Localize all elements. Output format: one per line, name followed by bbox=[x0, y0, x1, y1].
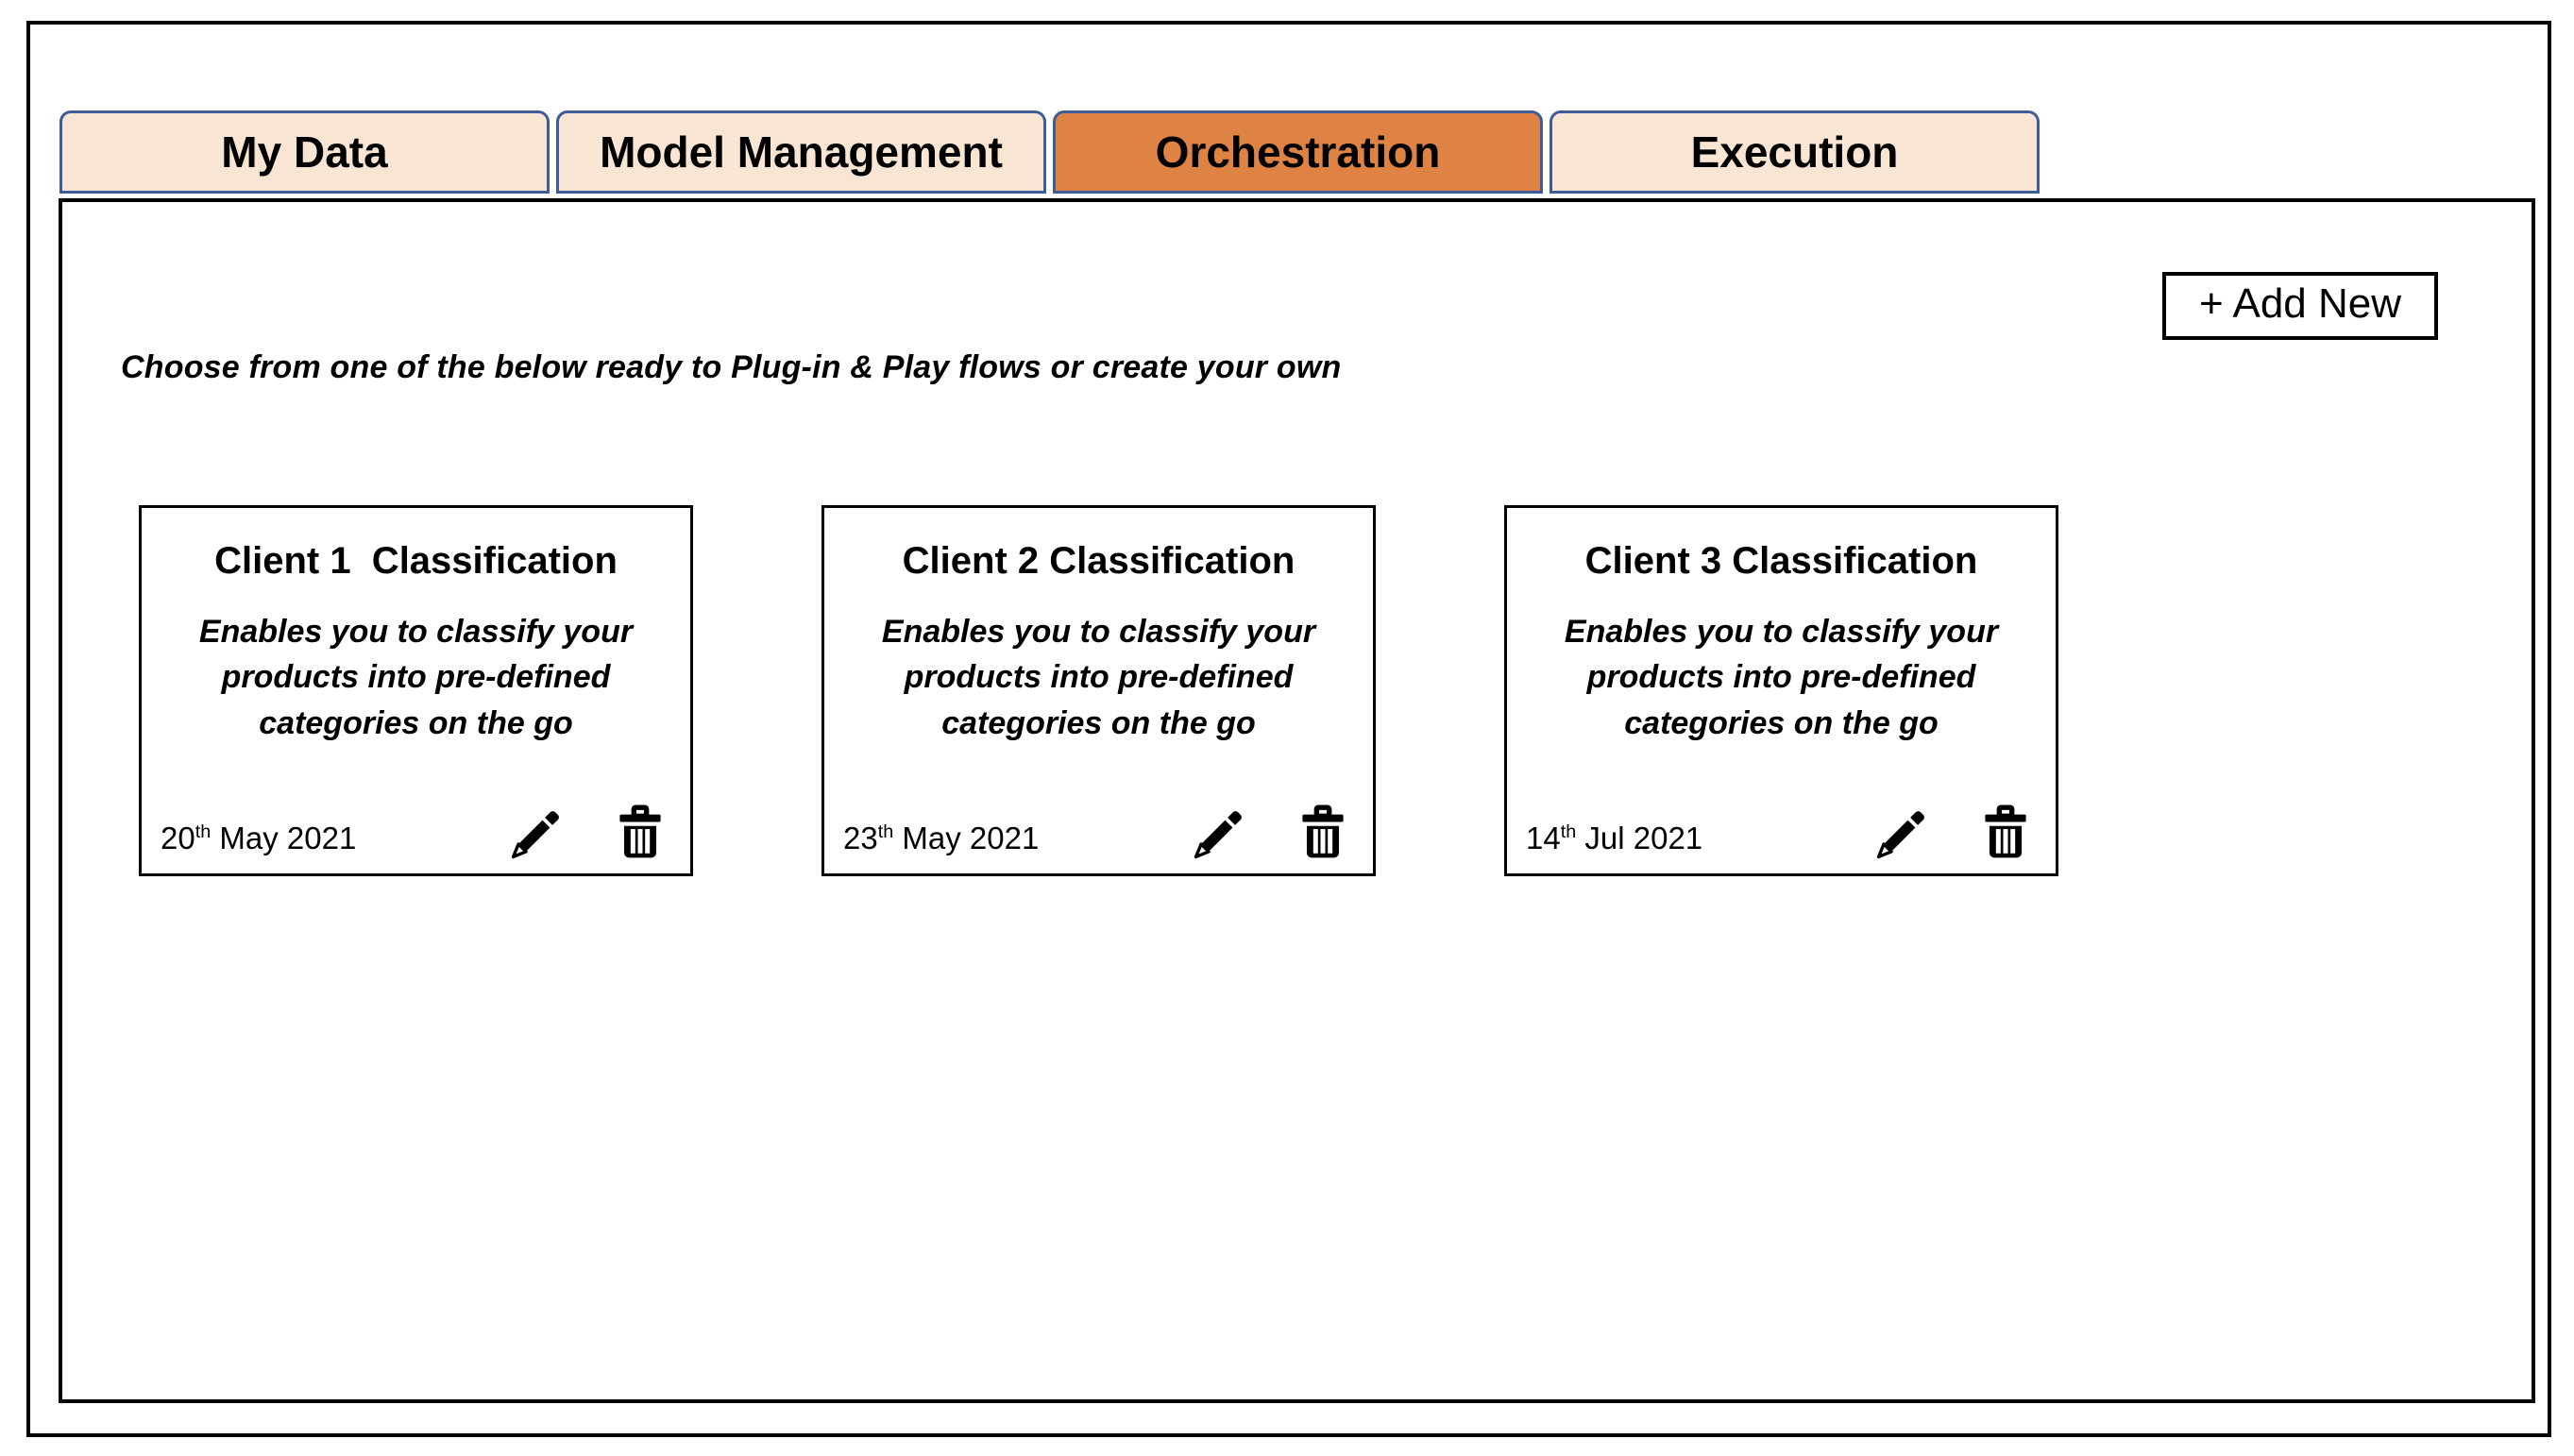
card-title: Client 1 Classification bbox=[214, 540, 618, 582]
flow-card-client-3[interactable]: Client 3 Classification Enables you to c… bbox=[1504, 505, 2058, 876]
date-suffix: th bbox=[877, 821, 894, 842]
card-date: 14th Jul 2021 bbox=[1526, 821, 1702, 864]
tab-model-management[interactable]: Model Management bbox=[556, 110, 1046, 194]
date-day: 23 bbox=[843, 821, 878, 855]
date-suffix: th bbox=[1560, 821, 1577, 842]
tab-label: Execution bbox=[1690, 127, 1899, 177]
card-title: Client 3 Classification bbox=[1584, 540, 1978, 582]
tab-orchestration[interactable]: Orchestration bbox=[1053, 110, 1543, 194]
date-day: 14 bbox=[1526, 821, 1561, 855]
date-rest: May 2021 bbox=[211, 821, 357, 855]
card-title: Client 2 Classification bbox=[902, 540, 1295, 582]
tab-label: Model Management bbox=[600, 127, 1003, 177]
delete-button[interactable] bbox=[1980, 804, 2031, 864]
flow-card-client-2[interactable]: Client 2 Classification Enables you to c… bbox=[821, 505, 1376, 876]
pencil-icon bbox=[1194, 811, 1242, 859]
tab-label: Orchestration bbox=[1155, 127, 1441, 177]
card-date: 23th May 2021 bbox=[843, 821, 1039, 864]
pencil-icon bbox=[511, 811, 559, 859]
date-day: 20 bbox=[161, 821, 195, 855]
content-panel: + Add New Choose from one of the below r… bbox=[59, 198, 2535, 1403]
trash-icon bbox=[1985, 804, 2026, 858]
trash-icon bbox=[1302, 804, 1344, 858]
flow-card-client-1[interactable]: Client 1 Classification Enables you to c… bbox=[139, 505, 693, 876]
card-actions bbox=[1872, 804, 2031, 864]
card-actions bbox=[507, 804, 666, 864]
instruction-text: Choose from one of the below ready to Pl… bbox=[121, 349, 1342, 385]
delete-button[interactable] bbox=[1297, 804, 1348, 864]
tab-my-data[interactable]: My Data bbox=[59, 110, 550, 194]
pencil-icon bbox=[1876, 811, 1924, 859]
add-new-button[interactable]: + Add New bbox=[2162, 272, 2438, 340]
card-actions bbox=[1190, 804, 1348, 864]
tab-label: My Data bbox=[221, 127, 388, 177]
card-date: 20th May 2021 bbox=[161, 821, 356, 864]
app-window-frame bbox=[26, 21, 2551, 1437]
card-description: Enables you to classify your products in… bbox=[1564, 614, 1999, 741]
card-footer: 20th May 2021 bbox=[161, 804, 666, 864]
card-description: Enables you to classify your products in… bbox=[881, 614, 1316, 741]
tab-execution[interactable]: Execution bbox=[1549, 110, 2040, 194]
date-rest: May 2021 bbox=[893, 821, 1040, 855]
card-description: Enables you to classify your products in… bbox=[198, 614, 634, 741]
tab-bar: My Data Model Management Orchestration E… bbox=[59, 110, 2040, 194]
date-rest: Jul 2021 bbox=[1576, 821, 1703, 855]
edit-button[interactable] bbox=[507, 807, 562, 864]
trash-icon bbox=[619, 804, 661, 858]
date-suffix: th bbox=[195, 821, 212, 842]
edit-button[interactable] bbox=[1872, 807, 1927, 864]
edit-button[interactable] bbox=[1190, 807, 1245, 864]
card-footer: 14th Jul 2021 bbox=[1526, 804, 2031, 864]
card-footer: 23th May 2021 bbox=[843, 804, 1348, 864]
delete-button[interactable] bbox=[615, 804, 666, 864]
